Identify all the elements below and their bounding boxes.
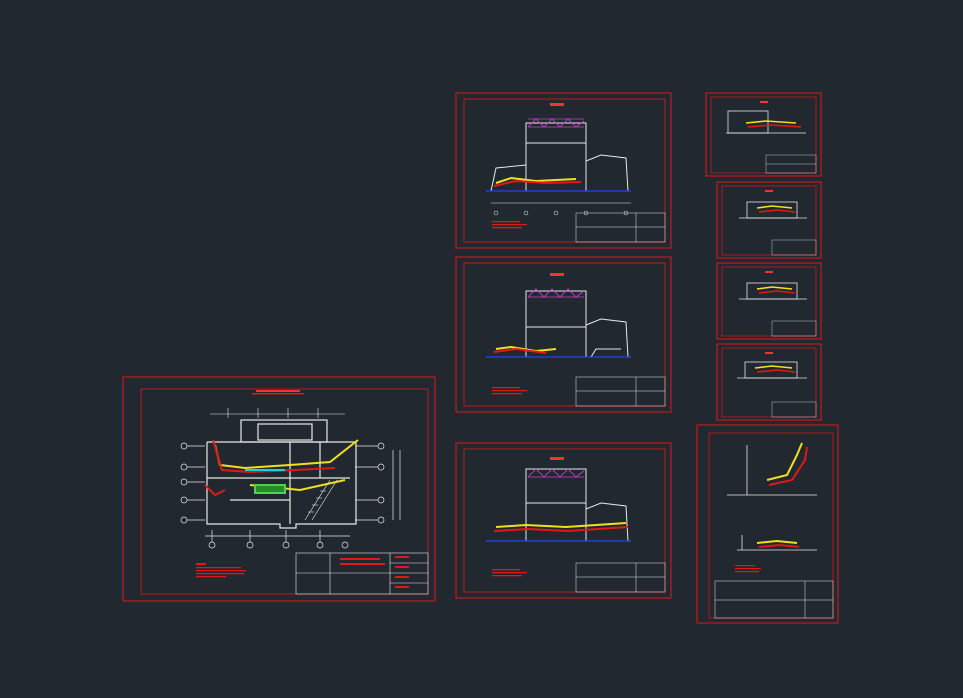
plan-stairs xyxy=(304,479,338,521)
detail-1-title-block xyxy=(765,154,817,174)
section-2-building xyxy=(525,290,629,358)
section-3-piping xyxy=(493,522,629,533)
detail-4-title-block xyxy=(771,401,817,418)
detail-5-notes xyxy=(735,565,761,573)
detail-2-title-block xyxy=(771,239,817,256)
section-2-roof-truss xyxy=(527,288,585,298)
section-1-roof-truss xyxy=(527,118,585,128)
detail-1-drawing xyxy=(726,110,806,134)
detail-1-title xyxy=(760,101,768,103)
detail-2-piping xyxy=(756,205,796,213)
plan-dimension-top xyxy=(210,408,345,418)
detail-5-title-block xyxy=(714,580,834,619)
section-2-piping xyxy=(493,345,557,354)
detail-5-piping-lower xyxy=(756,539,800,548)
plan-grid-markers-right xyxy=(355,442,401,524)
detail-5-drawing-lower xyxy=(737,535,817,551)
section-1-title-block xyxy=(575,212,666,243)
detail-4-piping xyxy=(754,365,796,373)
detail-2-drawing xyxy=(739,201,807,219)
section-3-title-block xyxy=(575,562,666,593)
sheet-section-3[interactable] xyxy=(455,442,672,599)
plan-walls xyxy=(206,419,357,529)
detail-3-title xyxy=(765,271,773,273)
sheet-detail-5[interactable] xyxy=(696,424,839,624)
detail-3-title-block xyxy=(771,320,817,337)
plan-grid-markers-left xyxy=(180,442,205,524)
detail-4-title xyxy=(765,352,773,354)
sheet-floor-plan[interactable] xyxy=(122,376,436,602)
sheet-detail-1[interactable] xyxy=(705,92,822,177)
sheet-section-2[interactable] xyxy=(455,256,672,413)
plan-notes xyxy=(196,563,246,578)
plan-piping xyxy=(204,439,359,497)
plan-title-mark xyxy=(256,390,300,392)
section-1-notes xyxy=(492,221,527,229)
plan-title-underline xyxy=(252,393,304,395)
plan-title-block-text xyxy=(340,556,409,588)
detail-1-piping xyxy=(745,120,802,128)
plan-title-block xyxy=(295,552,429,595)
section-3-roof-truss xyxy=(527,468,585,478)
section-2-title xyxy=(550,273,564,276)
detail-5-piping-upper xyxy=(766,442,808,486)
section-3-title xyxy=(550,457,564,460)
sheet-detail-3[interactable] xyxy=(716,262,822,340)
section-1-piping xyxy=(493,176,582,187)
section-3-notes xyxy=(492,569,527,577)
detail-4-drawing xyxy=(737,361,807,379)
plan-grid-markers-bottom xyxy=(205,530,350,549)
sheet-section-1[interactable] xyxy=(455,92,672,249)
detail-3-drawing xyxy=(739,282,807,300)
section-1-title xyxy=(550,103,564,106)
section-2-title-block xyxy=(575,376,666,407)
detail-3-piping xyxy=(756,286,796,294)
sheet-detail-2[interactable] xyxy=(716,181,822,259)
sheet-detail-4[interactable] xyxy=(716,343,822,421)
section-2-notes xyxy=(492,387,527,395)
detail-2-title xyxy=(765,190,773,192)
detail-5-drawing-upper xyxy=(727,445,817,496)
